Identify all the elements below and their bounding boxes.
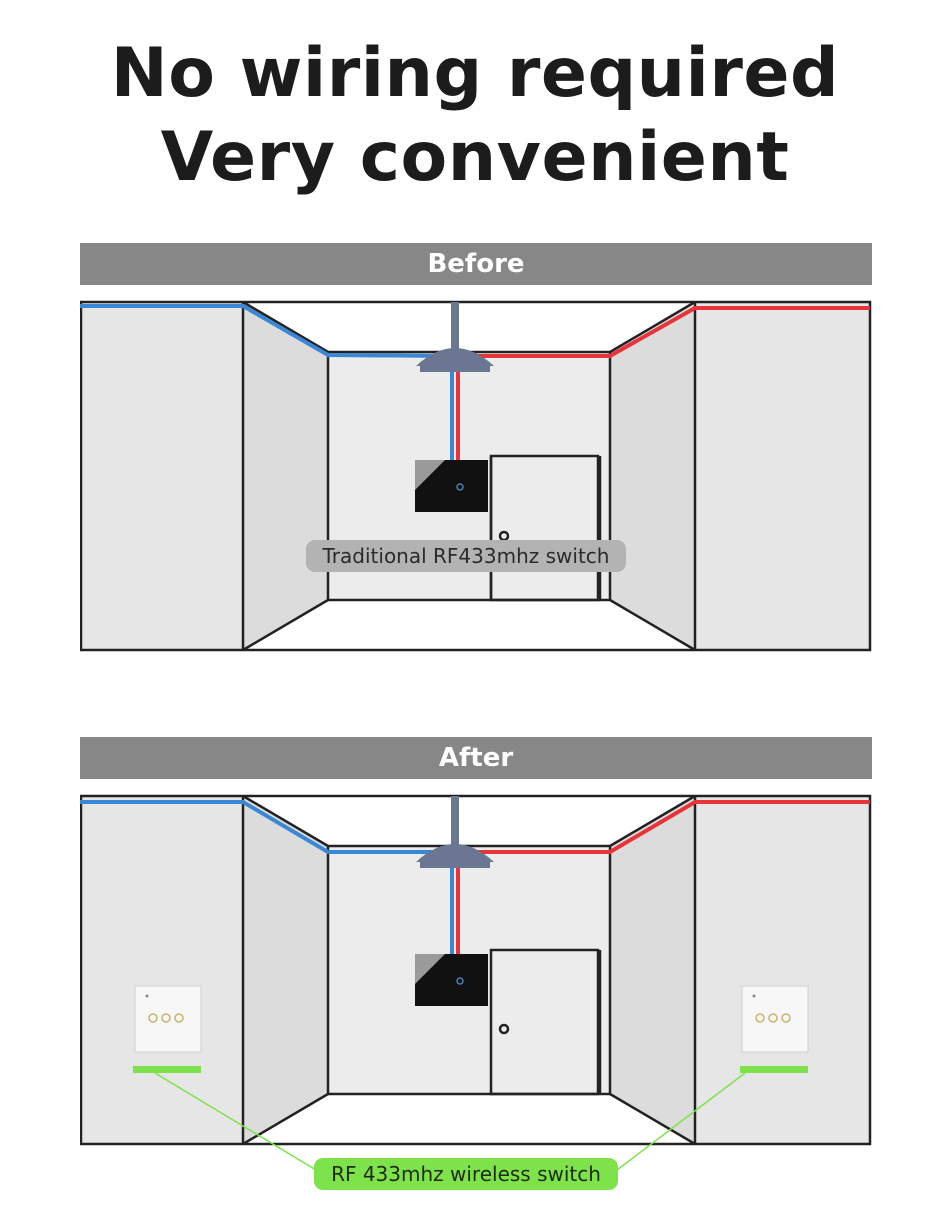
traditional-switch-caption: Traditional RF433mhz switch [306,540,626,572]
live-wire [458,306,870,358]
left-switch-highlight [133,1066,201,1073]
black-touch-switch-icon [415,954,488,1006]
black-touch-switch-icon [415,460,488,512]
after-banner: After [80,737,872,779]
live-wire [458,800,870,854]
ceiling-lamp-icon [416,302,494,372]
neutral-wire [80,800,450,854]
white-3-gang-switch-icon [134,985,202,1053]
neutral-wire [80,304,451,358]
wireless-switch-caption: RF 433mhz wireless switch [314,1158,618,1190]
headline-line-1: No wiring required [110,34,840,113]
ceiling-lamp-icon [416,796,494,868]
before-banner: Before [80,243,872,285]
white-3-gang-switch-icon [741,985,809,1053]
door-icon [489,948,602,1096]
before-room-illustration [80,300,872,652]
headline-line-2: Very convenient [160,118,790,197]
after-room-illustration [80,794,872,1146]
right-switch-highlight [740,1066,808,1073]
